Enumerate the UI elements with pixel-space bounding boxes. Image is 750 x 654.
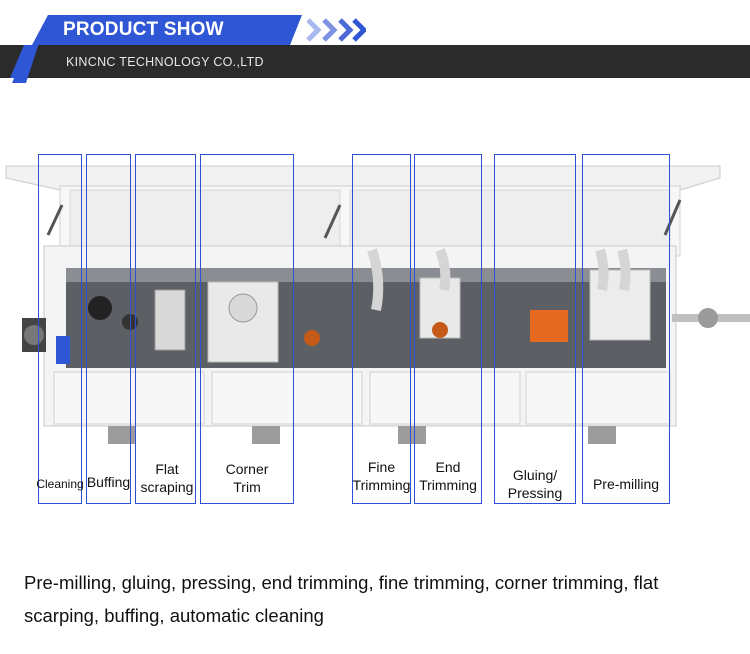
zone-gluing-pressing-label: Gluing/ Pressing [507, 467, 563, 501]
header-dark-band [0, 45, 750, 78]
zone-end-trimming-box [414, 154, 482, 504]
zone-fine-trimming-label: Fine Trimming [352, 459, 411, 493]
zone-pre-milling-box [582, 154, 670, 504]
zone-buffing-box [86, 154, 131, 504]
zone-cleaning-box [38, 154, 82, 504]
zone-flat-scraping-label: Flat scraping [140, 461, 194, 495]
edge-banding-machine-image [5, 165, 750, 444]
zone-fine-trimming-box [352, 154, 411, 504]
zone-gluing-pressing-box [494, 154, 576, 504]
zone-buffing-label: Buffing [86, 474, 131, 490]
company-name: KINCNC TECHNOLOGY CO.,LTD [66, 55, 264, 69]
zone-end-trimming-label: End Trimming [419, 459, 477, 493]
zone-corner-trim-box [200, 154, 294, 504]
zone-corner-trim-label: Corner Trim [225, 461, 269, 495]
page-title: PRODUCT SHOW [63, 19, 224, 40]
zone-flat-scraping-box [135, 154, 196, 504]
process-caption: Pre-milling, gluing, pressing, end trimm… [24, 572, 659, 626]
chevron-arrows-icon [306, 18, 366, 42]
zone-pre-milling-label: Pre-milling [592, 476, 660, 492]
zone-cleaning-label: Cleaning [36, 477, 84, 491]
